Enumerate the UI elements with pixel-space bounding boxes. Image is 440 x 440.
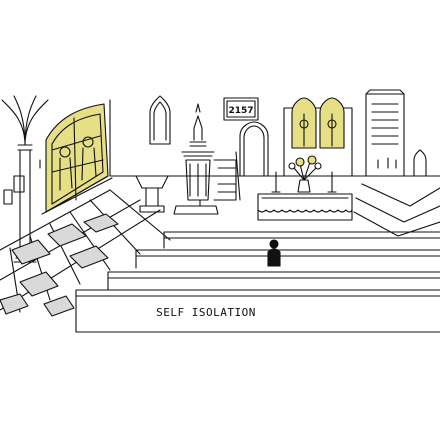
flower-arrangement <box>288 155 322 193</box>
doorway <box>239 121 269 177</box>
baptismal-font <box>135 175 169 213</box>
lone-worshipper <box>267 239 281 267</box>
lancet-window <box>149 95 171 145</box>
chancel-window <box>283 97 353 177</box>
stained-glass-window-left <box>41 103 113 215</box>
hymn-board: 2157 <box>223 97 259 121</box>
hymn-board-number: 2157 <box>228 106 253 116</box>
pews <box>75 231 440 333</box>
wall-plaque-left <box>3 159 41 205</box>
back-wall <box>109 99 440 177</box>
caption-text: SELF ISOLATION <box>156 306 256 319</box>
pulpit <box>173 103 219 215</box>
pulpit-stairs <box>213 151 241 201</box>
pew-back-3 <box>107 271 440 291</box>
right-steps <box>353 183 440 237</box>
small-arched-window <box>413 149 427 177</box>
gothic-pillar <box>1 95 49 263</box>
memorial-board <box>365 89 405 177</box>
pew-front <box>75 289 440 333</box>
candlesticks <box>271 171 337 193</box>
tiled-floor <box>0 189 171 317</box>
pew-back-1 <box>163 231 440 249</box>
pew-back-2 <box>135 249 440 269</box>
altar <box>257 193 353 221</box>
